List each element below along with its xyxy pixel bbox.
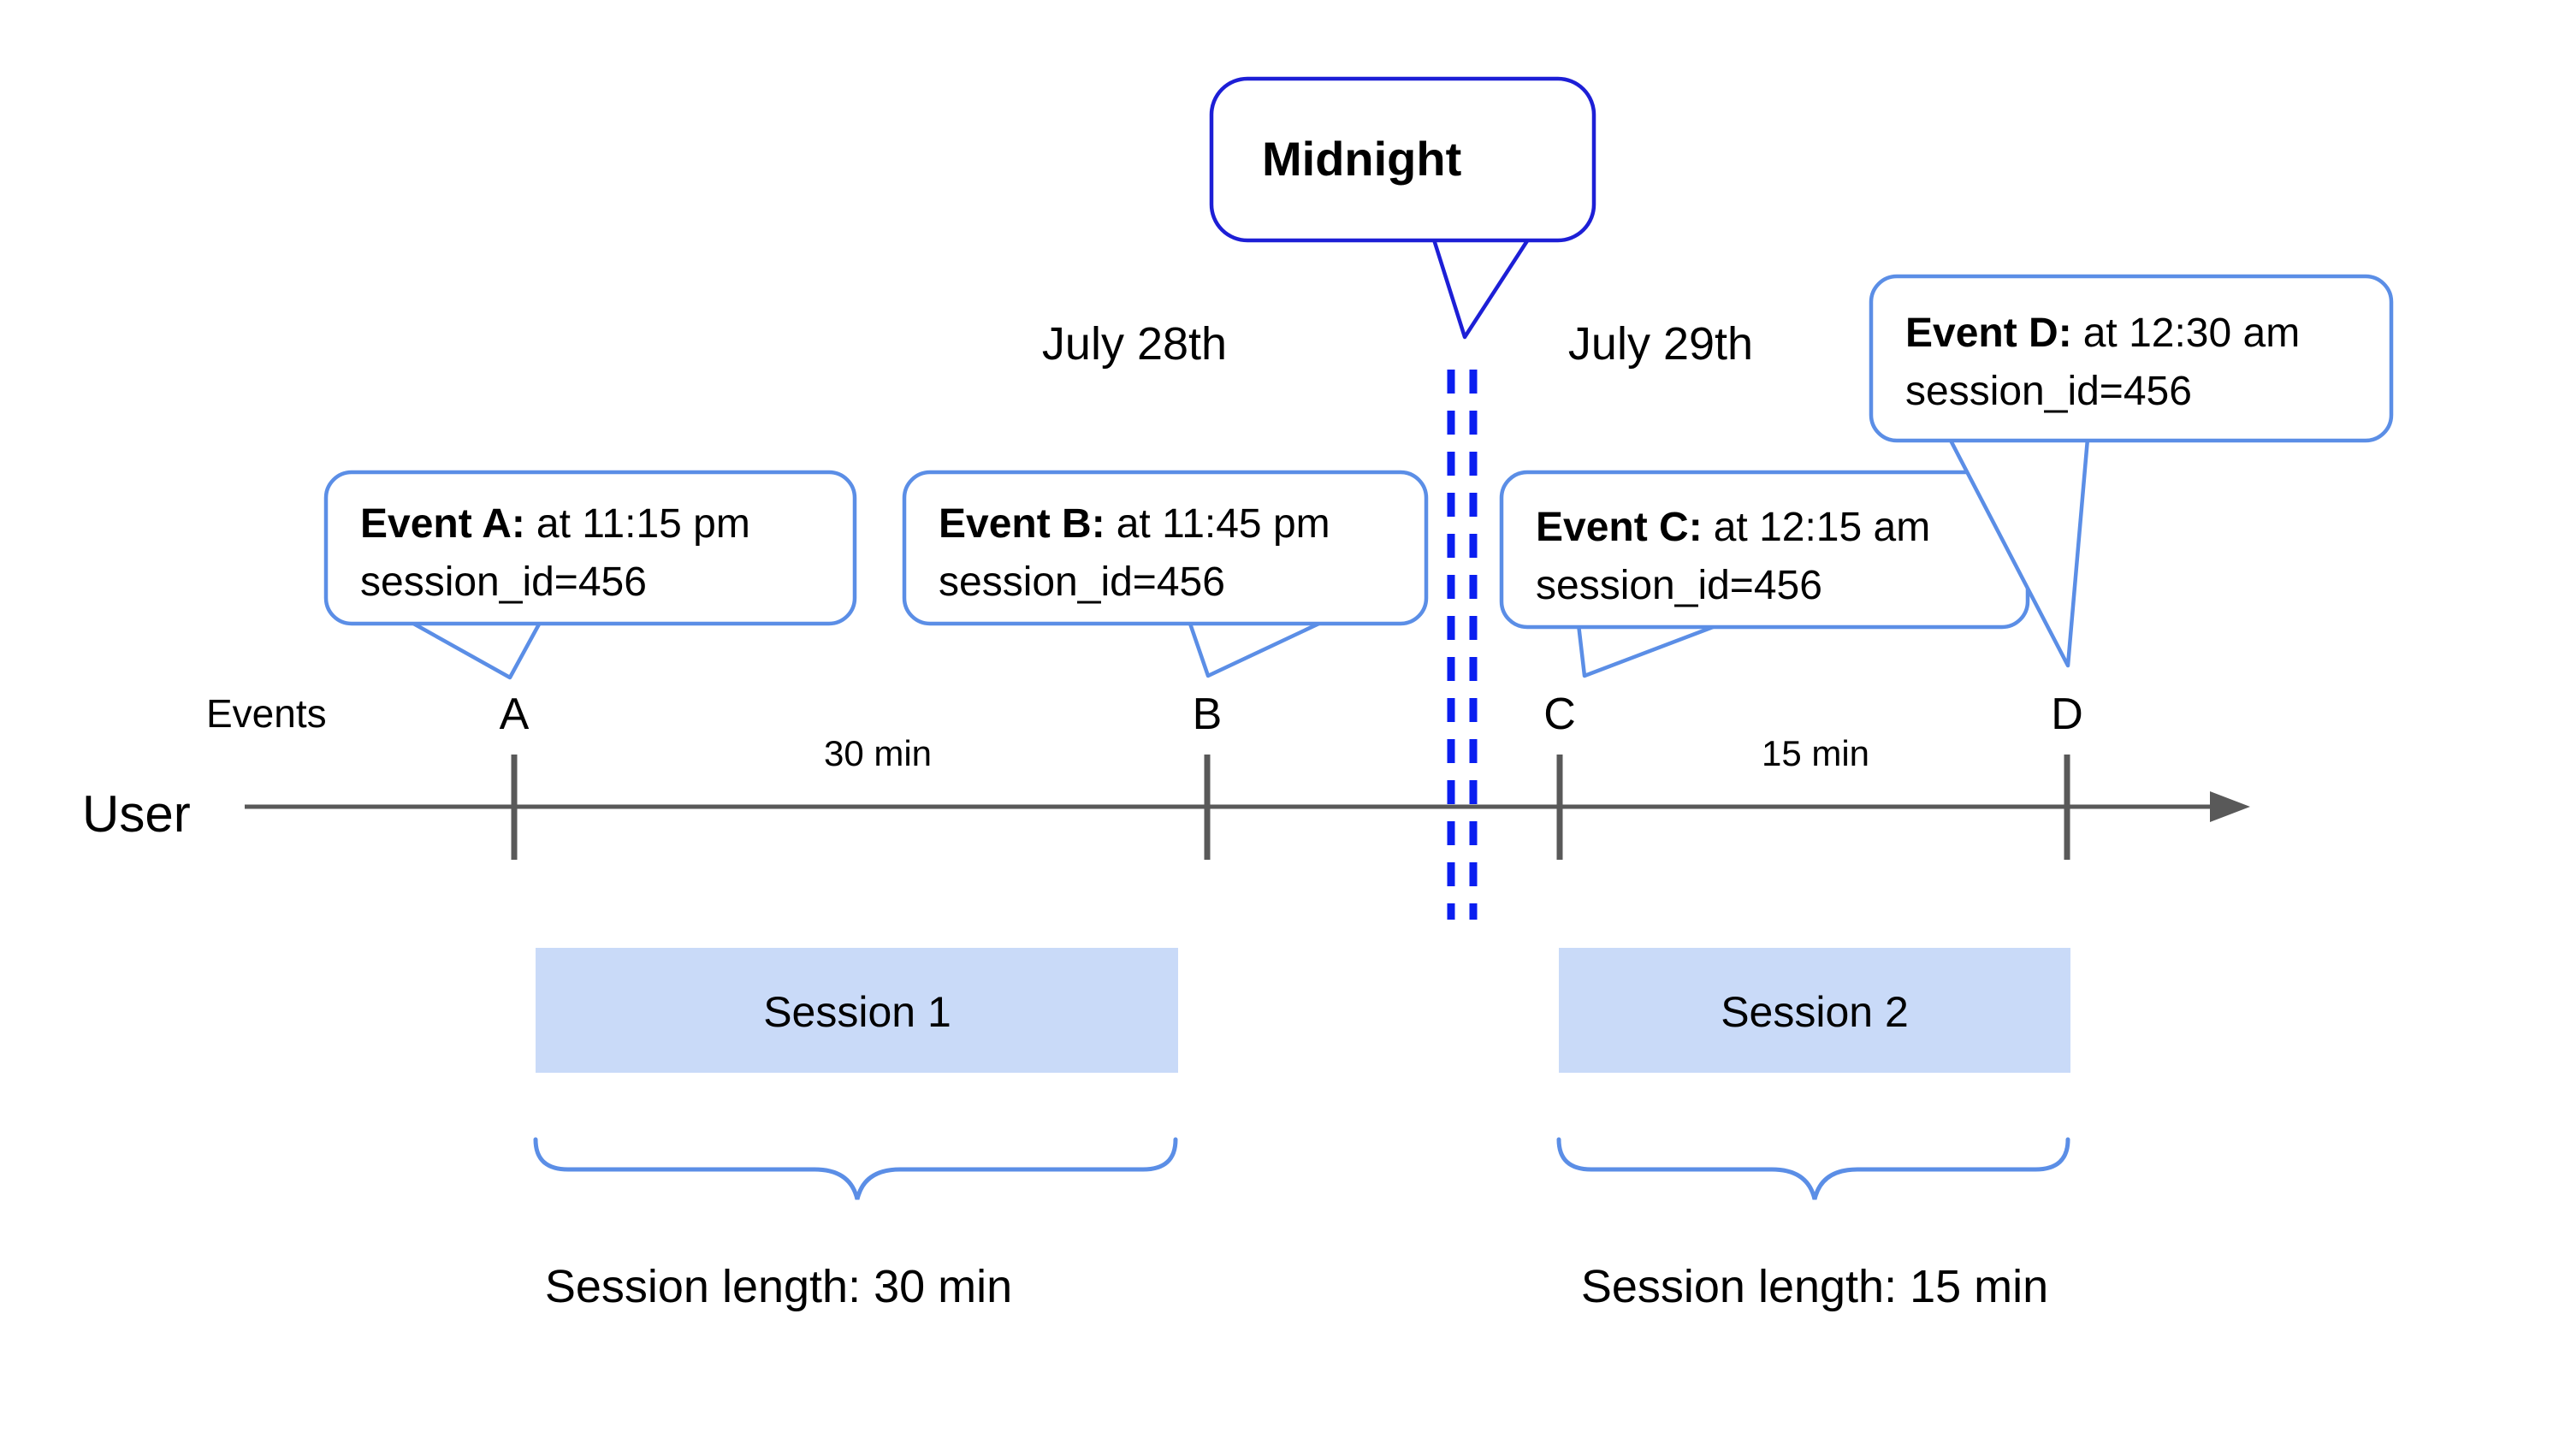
user-timeline: User xyxy=(82,755,2250,860)
event-b-callout: Event B:at 11:45 pm session_id=456 xyxy=(902,470,1429,678)
event-a-line2: session_id=456 xyxy=(360,559,647,605)
event-a-line1: Event A:at 11:15 pm xyxy=(360,501,750,547)
session-2-group: Session 2 Session length: 15 min xyxy=(1556,948,2070,1312)
event-letter-b: B xyxy=(1193,690,1223,739)
session-2-length-label: Session length: 15 min xyxy=(1581,1261,2048,1312)
midnight-callout: Midnight xyxy=(1209,76,1596,340)
event-b-callout-bubble xyxy=(902,470,1429,626)
user-axis-label: User xyxy=(82,785,191,843)
event-a-callout-bubble xyxy=(323,470,857,626)
session-1-group: Session 1 Session length: 30 min xyxy=(533,948,1178,1312)
event-letter-d: D xyxy=(2051,690,2083,739)
session-2-rect xyxy=(1559,948,2070,1073)
event-letter-c: C xyxy=(1543,690,1576,739)
event-b-callout-tail xyxy=(1187,619,1327,678)
event-c-callout-tail xyxy=(1576,622,1722,678)
session-1-brace xyxy=(533,1137,1178,1200)
date-july-29: July 29th xyxy=(1568,318,1753,370)
midnight-callout-bubble xyxy=(1209,76,1596,243)
session-2-label: Session 2 xyxy=(1721,988,1909,1036)
event-c-line1: Event C:at 12:15 am xyxy=(1536,505,1930,550)
event-a-callout: Event A:at 11:15 pm session_id=456 xyxy=(323,470,857,680)
gap-label-30min: 30 min xyxy=(824,733,932,773)
session-1-label: Session 1 xyxy=(763,988,951,1036)
midnight-divider xyxy=(1447,370,1478,920)
session-2-brace xyxy=(1556,1137,2070,1200)
session-1-length-label: Session length: 30 min xyxy=(545,1261,1012,1312)
event-c-line2: session_id=456 xyxy=(1536,563,1822,608)
event-b-line1: Event B:at 11:45 pm xyxy=(939,501,1330,547)
event-d-line1: Event D:at 12:30 am xyxy=(1905,311,2300,356)
event-d-callout: Event D:at 12:30 am session_id=456 xyxy=(1869,274,2394,668)
event-b-line2: session_id=456 xyxy=(939,559,1225,605)
gap-label-15min: 15 min xyxy=(1762,733,1869,773)
midnight-label: Midnight xyxy=(1262,132,1461,186)
events-axis-label: Events xyxy=(206,691,327,736)
event-a-callout-tail xyxy=(406,619,543,680)
midnight-callout-tail xyxy=(1431,234,1532,340)
event-d-line2: session_id=456 xyxy=(1905,369,2192,414)
timeline-arrowhead-icon xyxy=(2210,791,2250,822)
event-c-callout: Event C:at 12:15 am session_id=456 xyxy=(1499,470,2030,678)
date-july-28: July 28th xyxy=(1042,318,1227,370)
event-d-callout-bubble xyxy=(1869,274,2394,443)
event-letter-a: A xyxy=(500,690,530,739)
session-1-rect xyxy=(536,948,1178,1073)
